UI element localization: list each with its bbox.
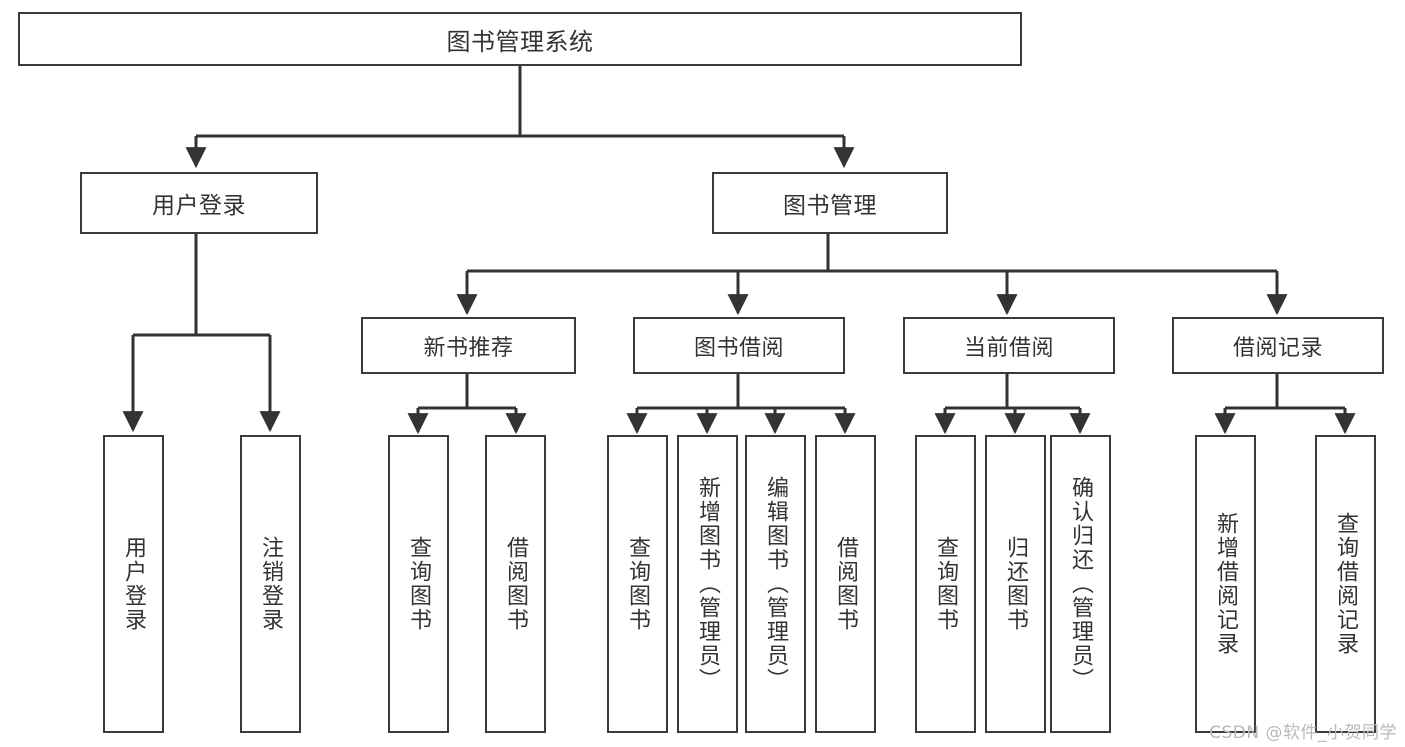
node-leaf-user-login[interactable]: 用户登录 <box>103 435 164 733</box>
node-root-label: 图书管理系统 <box>446 27 594 56</box>
node-leaf-edit-book-label: 编辑图书（管理员） <box>763 476 789 692</box>
node-leaf-confirm-return[interactable]: 确认归还（管理员） <box>1050 435 1111 733</box>
node-book-borrow[interactable]: 图书借阅 <box>633 317 845 374</box>
node-leaf-query-book-1-label: 查询图书 <box>406 536 432 632</box>
node-leaf-query-book-1[interactable]: 查询图书 <box>388 435 449 733</box>
node-user-login-label: 用户登录 <box>152 193 246 219</box>
node-leaf-logout[interactable]: 注销登录 <box>240 435 301 733</box>
node-leaf-logout-label: 注销登录 <box>258 536 284 632</box>
node-book-borrow-label: 图书借阅 <box>693 335 784 361</box>
node-leaf-user-login-label: 用户登录 <box>121 536 147 632</box>
node-leaf-borrow-book-2-label: 借阅图书 <box>833 536 859 632</box>
node-book-manage-label: 图书管理 <box>783 193 877 219</box>
node-leaf-add-record-label: 新增借阅记录 <box>1213 512 1239 656</box>
node-leaf-return-book-label: 归还图书 <box>1003 536 1029 632</box>
node-leaf-query-record-label: 查询借阅记录 <box>1333 512 1359 656</box>
node-borrow-record[interactable]: 借阅记录 <box>1172 317 1384 374</box>
node-borrow-record-label: 借阅记录 <box>1232 335 1323 361</box>
node-current-borrow[interactable]: 当前借阅 <box>903 317 1115 374</box>
node-leaf-query-book-2-label: 查询图书 <box>625 536 651 632</box>
node-new-book-recommend-label: 新书推荐 <box>423 335 514 361</box>
node-root[interactable]: 图书管理系统 <box>18 12 1022 66</box>
node-user-login[interactable]: 用户登录 <box>80 172 318 234</box>
node-book-manage[interactable]: 图书管理 <box>712 172 948 234</box>
node-current-borrow-label: 当前借阅 <box>963 335 1054 361</box>
node-leaf-borrow-book-1[interactable]: 借阅图书 <box>485 435 546 733</box>
node-leaf-return-book[interactable]: 归还图书 <box>985 435 1046 733</box>
node-leaf-confirm-return-label: 确认归还（管理员） <box>1068 476 1094 692</box>
csdn-watermark: CSDN @软件_小贺同学 <box>1209 723 1397 743</box>
node-leaf-add-book-label: 新增图书（管理员） <box>695 476 721 692</box>
node-new-book-recommend[interactable]: 新书推荐 <box>361 317 576 374</box>
node-leaf-borrow-book-2[interactable]: 借阅图书 <box>815 435 876 733</box>
node-leaf-add-book[interactable]: 新增图书（管理员） <box>677 435 738 733</box>
node-leaf-borrow-book-1-label: 借阅图书 <box>503 536 529 632</box>
node-leaf-query-book-3[interactable]: 查询图书 <box>915 435 976 733</box>
node-leaf-query-book-3-label: 查询图书 <box>933 536 959 632</box>
node-leaf-edit-book[interactable]: 编辑图书（管理员） <box>745 435 806 733</box>
node-leaf-query-record[interactable]: 查询借阅记录 <box>1315 435 1376 733</box>
node-leaf-query-book-2[interactable]: 查询图书 <box>607 435 668 733</box>
node-leaf-add-record[interactable]: 新增借阅记录 <box>1195 435 1256 733</box>
